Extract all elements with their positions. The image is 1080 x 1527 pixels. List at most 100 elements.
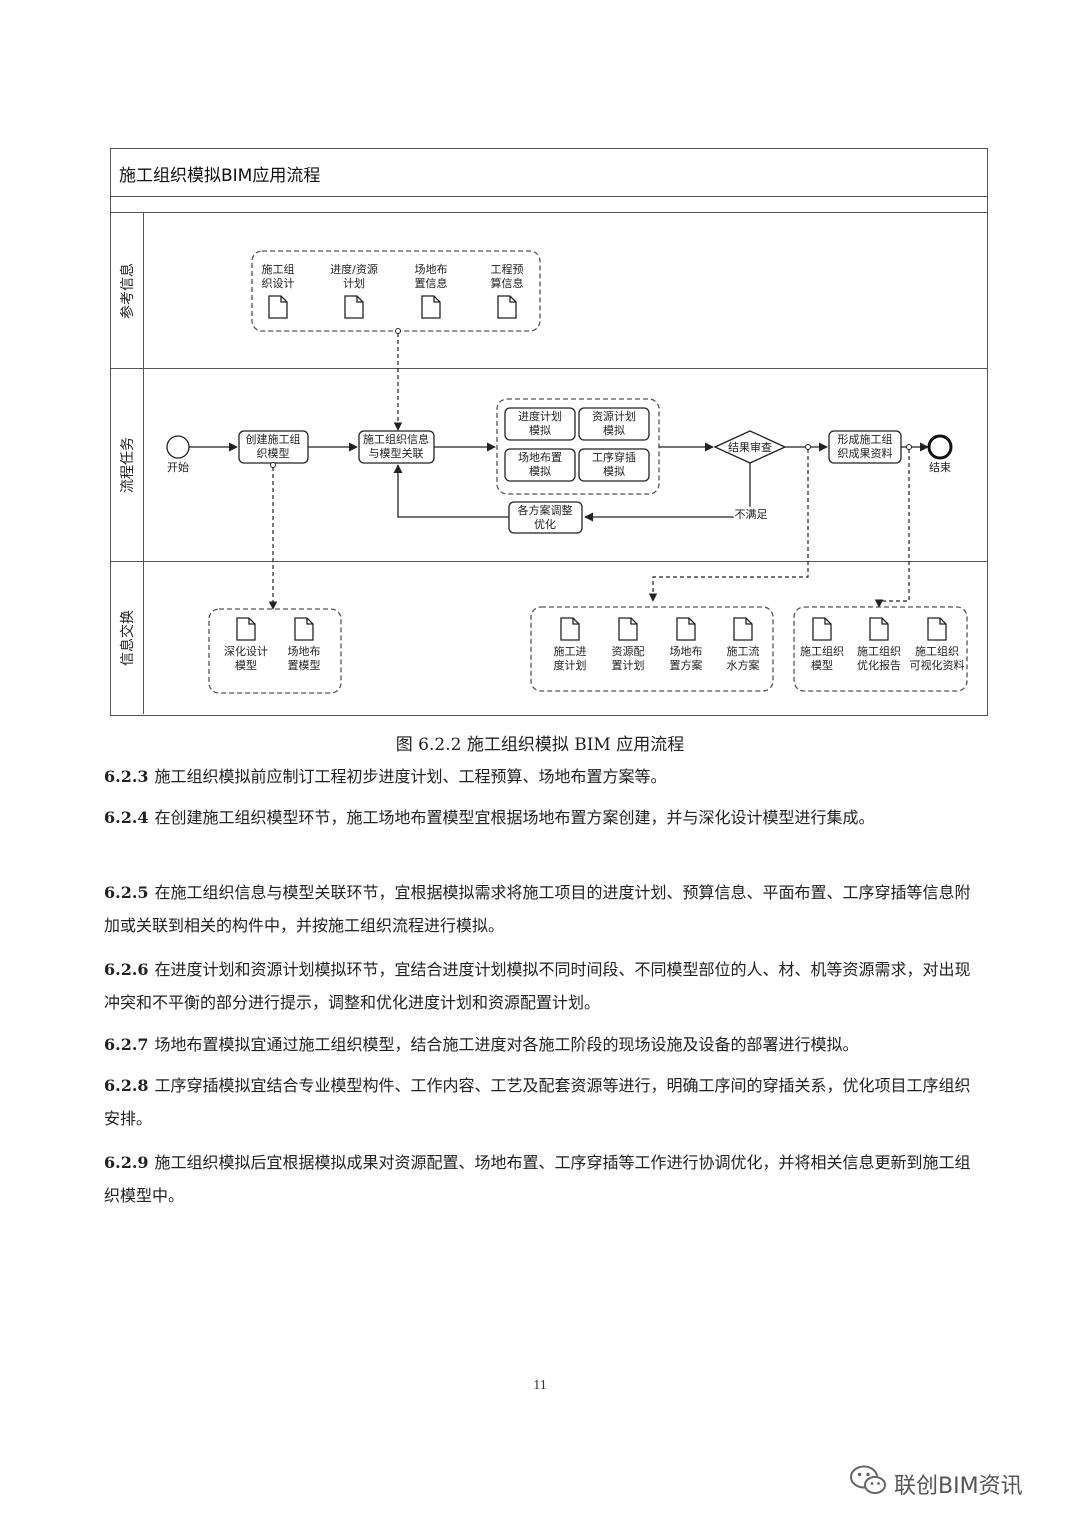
exchange-doc: 场地布 置模型 <box>288 617 321 672</box>
sim-task-label: 模拟 <box>529 464 551 478</box>
reference-docs-group <box>251 250 541 332</box>
exchange-doc-label: 模型 <box>235 658 257 672</box>
exchange-doc-label: 场地布 <box>288 644 321 658</box>
loop-arrow <box>584 463 751 522</box>
association-line <box>874 449 910 608</box>
document-icon <box>560 617 580 641</box>
exchange-doc-label: 置计划 <box>612 659 645 672</box>
reference-doc-label: 计划 <box>343 277 365 290</box>
exchange-group-results <box>793 606 968 692</box>
clause-text: 在进度计划和资源计划模拟环节，宜结合进度计划模拟不同时间段、不同模型部位的人、材… <box>104 960 971 1012</box>
reference-doc-label: 场地布 <box>415 262 448 276</box>
document-icon <box>869 617 889 641</box>
reference-doc-label: 置信息 <box>415 276 448 290</box>
exchange-doc: 施工进 度计划 <box>554 617 587 672</box>
lane-reference-info: 参考信息 <box>111 213 987 369</box>
lane-header: 信息交换 <box>111 562 144 714</box>
gateway-label: 结果审查 <box>728 440 772 454</box>
lane-header: 参考信息 <box>111 213 144 368</box>
clause-text: 场地布置模拟宜通过施工组织模型，结合施工进度对各施工阶段的现场设施及设备的部署进… <box>154 1035 859 1054</box>
exchange-doc-label: 施工流 <box>727 644 760 658</box>
reference-doc: 工程预 算信息 <box>491 263 524 319</box>
diagram-title: 施工组织模拟BIM应用流程 <box>119 166 321 186</box>
document-icon <box>812 617 832 641</box>
clause-number: 6.2.4 <box>104 808 149 827</box>
association-dot <box>395 328 401 334</box>
exchange-doc-label: 度计划 <box>554 658 587 672</box>
exchange-doc-label: 模型 <box>811 658 833 672</box>
document-icon <box>421 295 441 319</box>
reference-doc-label: 工程预 <box>491 263 524 276</box>
exchange-group-plans <box>530 606 774 692</box>
exchange-doc: 深化设计 模型 <box>224 617 268 672</box>
exchange-doc-label: 施工组织 <box>800 644 844 658</box>
flow-diagram: 施工组织模拟BIM应用流程 参考信息 流程任务 信息交换 施工组 <box>110 148 988 716</box>
watermark-text: 联创BIM资讯 <box>894 1474 1023 1499</box>
exchange-group-models <box>208 608 342 694</box>
exchange-doc: 施工组织 模型 <box>800 617 844 672</box>
sim-task <box>504 407 576 441</box>
clause-paragraph: 6.2.7 场地布置模拟宜通过施工组织模型，结合施工进度对各施工阶段的现场设施及设… <box>104 1028 984 1061</box>
sim-task-label: 场地布置 <box>518 450 562 464</box>
exchange-doc-label: 置方案 <box>670 658 703 672</box>
document-icon <box>294 617 314 641</box>
lane-process-tasks: 流程任务 <box>111 369 987 562</box>
reference-doc-label: 织设计 <box>262 277 295 290</box>
watermark: 联创BIM资讯 <box>848 1462 1058 1502</box>
document-icon <box>676 617 696 641</box>
exchange-doc: 资源配 置计划 <box>612 617 645 672</box>
exchange-doc: 场地布 置方案 <box>670 617 703 672</box>
exchange-doc: 施工组织 优化报告 <box>857 617 901 672</box>
sim-task <box>578 407 650 441</box>
exchange-doc: 施工组织 可视化资料 <box>910 617 965 672</box>
document-icon <box>733 617 753 641</box>
lane-header: 流程任务 <box>111 369 144 561</box>
end-event <box>927 434 953 460</box>
clause-text: 在施工组织信息与模型关联环节，宜根据模拟需求将施工项目的进度计划、预算信息、平面… <box>104 883 971 935</box>
exchange-doc-label: 施工进 <box>554 645 587 658</box>
document-icon <box>344 295 364 319</box>
wechat-icon <box>850 1465 886 1494</box>
reference-doc: 进度/资源 计划 <box>330 262 378 319</box>
figure-caption: 图 6.2.2 施工组织模拟 BIM 应用流程 <box>395 735 685 755</box>
sim-task <box>578 448 650 482</box>
task-label: 与模型关联 <box>369 446 424 460</box>
sim-task <box>504 448 576 482</box>
diagram-subheader-row <box>111 197 987 213</box>
diagram-title-row: 施工组织模拟BIM应用流程 <box>111 149 987 197</box>
exchange-doc: 施工流 水方案 <box>727 617 760 672</box>
document-icon <box>497 295 517 319</box>
exchange-doc-label: 资源配 <box>612 644 645 658</box>
task-label: 优化 <box>534 517 556 531</box>
page-number: 11 <box>533 1378 547 1393</box>
exchange-doc-label: 施工组织 <box>857 644 901 658</box>
clause-text: 施工组织模拟后宜根据模拟成果对资源配置、场地布置、工序穿插等工作进行协调优化，并… <box>104 1153 971 1205</box>
clause-number: 6.2.8 <box>104 1076 149 1095</box>
sim-task-label: 资源计划 <box>592 409 636 423</box>
lane-info-exchange: 信息交换 <box>111 562 987 714</box>
sim-task-label: 工序穿插 <box>592 450 636 464</box>
association-line <box>648 449 809 602</box>
reference-doc-label: 施工组 <box>262 262 295 276</box>
exchange-doc-label: 置模型 <box>288 658 321 672</box>
association-dot <box>906 444 912 450</box>
task-label: 织成果资料 <box>838 446 893 460</box>
reference-doc: 场地布 置信息 <box>415 262 448 319</box>
clause-number: 6.2.7 <box>104 1035 149 1054</box>
clause-text: 施工组织模拟前应制订工程初步进度计划、工程预算、场地布置方案等。 <box>154 767 667 786</box>
clause-number: 6.2.5 <box>104 883 149 902</box>
task-label: 施工组织信息 <box>363 432 429 446</box>
sim-task-label: 模拟 <box>603 464 625 478</box>
task-label: 形成施工组 <box>838 432 893 446</box>
task-label: 织模型 <box>257 446 290 460</box>
start-event <box>166 435 190 459</box>
clause-number: 6.2.6 <box>104 960 149 979</box>
sim-task-label: 模拟 <box>603 423 625 437</box>
loop-return-arrow <box>393 464 509 518</box>
